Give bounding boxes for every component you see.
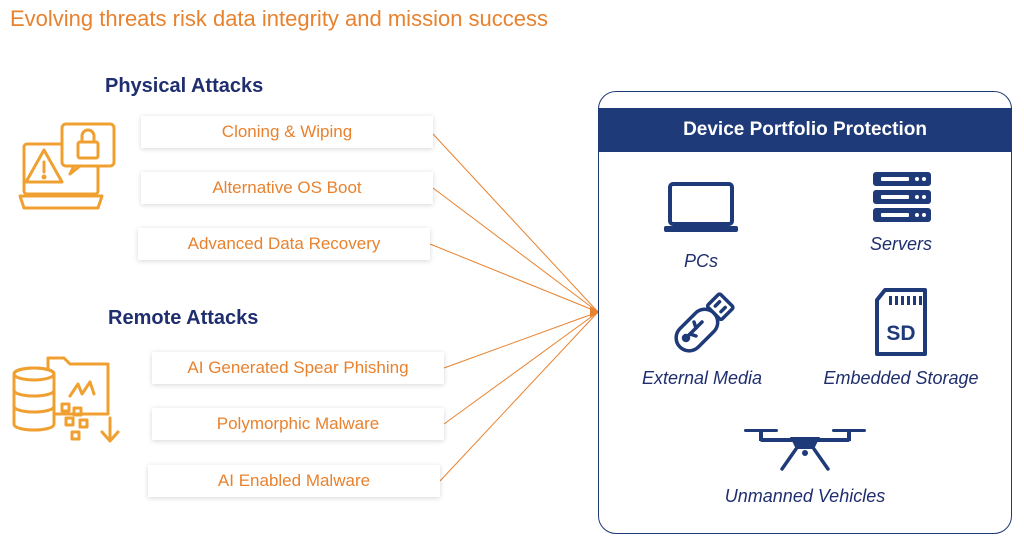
computer-warning-lock-icon bbox=[18, 122, 116, 210]
physical-attacks-heading: Physical Attacks bbox=[105, 75, 264, 97]
connector-line bbox=[429, 243, 599, 313]
database-breach-icon bbox=[12, 356, 120, 443]
server-rack-icon bbox=[873, 172, 931, 222]
connector-arrowhead bbox=[590, 307, 601, 317]
threat-card-ai-spear-phishing: AI Generated Spear Phishing bbox=[152, 352, 444, 384]
device-label-unmanned-vehicles: Unmanned Vehicles bbox=[724, 486, 886, 506]
threat-card-ai-enabled-malware: AI Enabled Malware bbox=[148, 465, 440, 497]
threat-card-cloning-wiping: Cloning & Wiping bbox=[141, 116, 433, 148]
device-label-pcs: PCs bbox=[683, 251, 719, 271]
sd-card-icon: SD bbox=[875, 288, 927, 356]
threat-card-advanced-data-recovery: Advanced Data Recovery bbox=[138, 228, 430, 260]
drone-icon bbox=[744, 429, 866, 471]
laptop-icon bbox=[664, 182, 738, 232]
sd-card-text: SD bbox=[886, 322, 915, 345]
connector-line bbox=[439, 311, 599, 482]
remote-attacks-heading: Remote Attacks bbox=[108, 307, 259, 329]
page-title: Evolving threats risk data integrity and… bbox=[10, 6, 549, 31]
device-label-servers: Servers bbox=[869, 234, 933, 254]
threat-card-polymorphic-malware: Polymorphic Malware bbox=[152, 408, 444, 440]
device-portfolio-panel bbox=[598, 91, 1012, 534]
connector-line bbox=[443, 311, 599, 369]
device-label-embedded-storage: Embedded Storage bbox=[823, 368, 979, 388]
device-portfolio-heading: Device Portfolio Protection bbox=[598, 108, 1012, 152]
usb-drive-icon bbox=[674, 292, 735, 353]
connector-line bbox=[443, 311, 599, 425]
connector-line bbox=[432, 133, 599, 313]
connector-line bbox=[432, 187, 599, 313]
threat-card-alternative-os-boot: Alternative OS Boot bbox=[141, 172, 433, 204]
device-label-external-media: External Media bbox=[641, 368, 763, 388]
